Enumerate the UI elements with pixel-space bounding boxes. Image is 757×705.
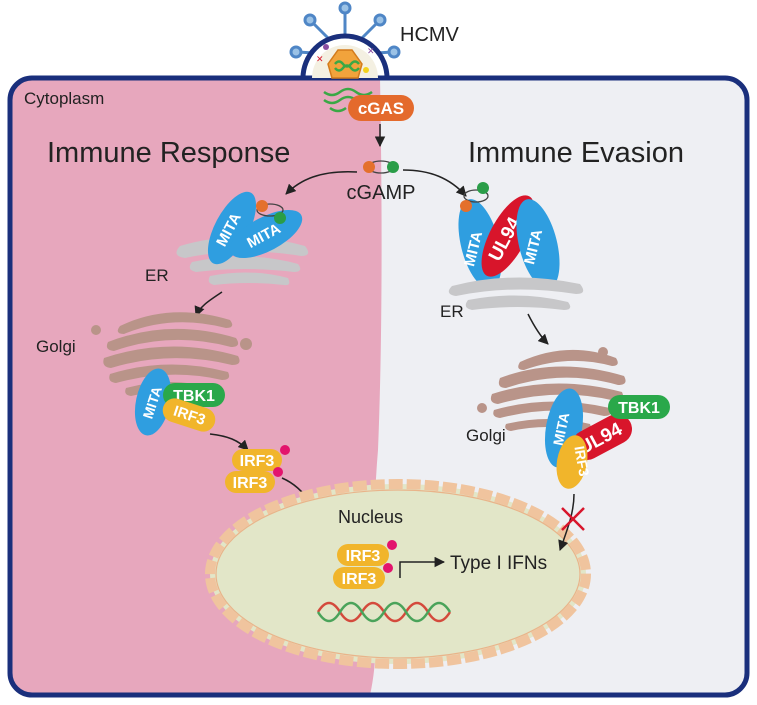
arrow-er-to-golgi-right [527,313,549,345]
irf3-label: IRF3 [233,475,268,492]
cgamp-molecule-icon [363,160,399,174]
irf3-protein [225,471,275,493]
arrow-complex-to-irf3-dimer [209,433,249,451]
irf3-protein [333,567,385,589]
dna-helix [316,601,452,623]
cytoplasm-label: Cytoplasm [24,89,104,108]
block-x-icon [561,507,585,531]
type1-ifns-label: Type I IFNs [450,553,547,574]
mita-protein [516,199,560,289]
golgi-label-left: Golgi [36,337,76,356]
mita-tbk1-irf3-complex: MITA TBK1 IRF3 [134,368,225,436]
golgi-left [91,312,252,396]
nucleus [205,479,591,669]
phosphate-icon [387,540,397,550]
mita-protein [207,191,257,265]
svg-text:✕: ✕ [367,46,375,56]
mita-dimer-left: MITA MITA [207,191,303,265]
arrow-cgamp-to-left-mita [285,171,358,195]
phosphate-icon [273,467,283,477]
er-label-left: ER [145,266,169,285]
irf3-label: IRF3 [240,453,275,470]
irf3-label: IRF3 [346,548,381,565]
mita-label: MITA [550,411,573,447]
tbk1-protein [608,395,670,419]
cgas-label: cGAS [358,99,404,118]
hcmv-virus-icon: ✕ ✕ [289,1,401,81]
irf3-protein [337,544,389,566]
irf3-protein [162,398,216,432]
right-panel-title: Immune Evasion [468,137,684,169]
phosphate-icon [383,563,393,573]
arrow-to-type1-ifns [399,556,446,578]
irf3-protein [556,435,588,489]
irf3-label: IRF3 [571,445,592,478]
phospho-irf3-dimer: IRF3 IRF3 [225,445,290,493]
nuclear-irf3-dimer: IRF3 IRF3 [333,540,397,589]
left-panel-title: Immune Response [47,137,290,169]
ul94-protein [571,414,633,460]
virus-label: HCMV [400,24,460,46]
irf3-label: IRF3 [342,571,377,588]
irf3-protein [232,449,282,471]
mita-protein [134,368,172,436]
er-label-right: ER [440,302,464,321]
arrow-cgamp-to-right-mita [402,169,467,197]
svg-text:✕: ✕ [316,54,324,64]
tbk1-label: TBK1 [618,400,660,417]
phosphate-icon [280,445,290,455]
golgi-label-right: Golgi [466,426,506,445]
mita-ul94-irf3-complex: MITA UL94 IRF3 TBK1 [544,388,670,489]
cgas-enzyme: cGAS [348,95,414,121]
nucleus-label: Nucleus [338,507,403,527]
cgamp-label: cGAMP [347,182,416,204]
er-right [448,277,584,310]
